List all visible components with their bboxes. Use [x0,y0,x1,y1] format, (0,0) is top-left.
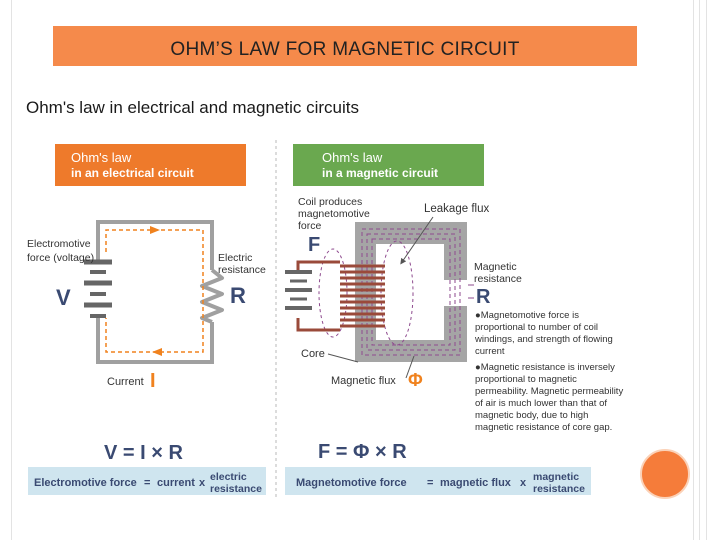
magnetic-battery-icon [285,270,312,310]
note2-line: magnetic body, due to high [475,410,588,421]
magnetic-flux-label: Magnetic flux [331,375,396,387]
magnetic-caption-x: x [520,477,527,489]
note-magnetomotive: ●Magnetomotive force is proportional to … [474,310,613,357]
frame-line-right-3 [706,0,707,540]
slide-title: OHM’S LAW FOR MAGNETIC CIRCUIT [170,39,520,60]
electrical-formula: V = I × R [104,442,183,464]
electrical-header-line2: in an electrical circuit [71,166,194,180]
magnetic-resistance-label-line2: resistance [474,273,522,285]
magnetic-header-line1: Ohm's law [322,150,383,165]
emf-label-line1: Electromotive [27,238,91,250]
coil-label-line2: magnetomotive [298,208,370,220]
magnetic-caption-eq: = [427,477,433,489]
note-magnetic-resistance: ●Magnetic resistance is inversely propor… [475,362,623,433]
electrical-caption-right-line2: resistance [210,483,262,495]
note2-line: proportional to magnetic [475,374,577,385]
frame-line-right-1 [693,0,694,540]
electrical-caption-eq: = [144,477,150,489]
symbol-r-magnetic: R [476,286,491,308]
magnetic-caption-left: Magnetomotive force [296,477,407,489]
magnetic-core [355,222,467,362]
note2-line: of air is much lower than that of [475,398,607,409]
magnetic-caption-box [285,467,591,495]
magnetic-resistance-label-line1: Magnetic [474,261,517,273]
current-label: Current [107,376,144,388]
coil-icon [340,264,385,328]
coil-label-line3: force [298,220,322,232]
figure-heading: Ohm's law in electrical and magnetic cir… [26,98,359,117]
electrical-caption-x: x [199,477,206,489]
electrical-circuit [84,220,224,364]
symbol-f: F [308,234,320,256]
magnetic-caption-right-line2: resistance [533,483,585,495]
magnetic-wire [296,260,340,332]
magnetic-circuit [285,216,474,379]
note2-line: magnetic resistance of core gap. [475,422,612,433]
resistance-label-line2: resistance [218,264,266,276]
current-flow-arrow [105,229,204,353]
electrical-header-box [55,144,246,186]
battery-icon [84,259,112,318]
symbol-r-electric: R [230,283,246,308]
resistance-label-line1: Electric [218,252,252,264]
decorative-circle [640,449,690,499]
note2-line: ●Magnetic resistance is inversely [475,362,615,373]
magnetic-caption-right-line1: magnetic [533,471,579,483]
slide-title-bar: OHM’S LAW FOR MAGNETIC CIRCUIT [53,26,637,66]
leakage-flux-loop [380,240,414,346]
note1-line: current [475,346,505,357]
electrical-caption-left: Electromotive force [34,477,137,489]
electrical-caption-mid: current [157,477,195,489]
leakage-flux-label: Leakage flux [424,203,489,215]
coil-label-line1: Coil produces [298,196,362,208]
electrical-caption-box [28,467,266,495]
electrical-caption-right-line1: electric [210,471,247,483]
electrical-header-line1: Ohm's law [71,150,132,165]
symbol-phi: Φ [408,370,423,390]
electrical-wire [96,220,214,364]
symbol-v: V [56,285,71,310]
frame-line-left [11,0,12,540]
emf-label-line2: force (voltage) [27,252,94,264]
magnetic-formula: F = Φ × R [318,441,407,463]
note2-line: permeability. Magnetic permeability [475,386,623,397]
magnetic-header-line2: in a magnetic circuit [322,166,438,180]
resistor-zigzag [200,268,224,324]
magnetic-caption-mid: magnetic flux [440,477,512,489]
frame-line-right-2 [699,0,700,540]
note1-line: proportional to number of coil [475,322,598,333]
note1-line: ●Magnetomotive force is [475,310,579,321]
magnetic-header-box [293,144,484,186]
core-label: Core [301,348,325,360]
symbol-i: I [150,370,156,392]
note1-line: windings, and strength of flowing [474,334,613,345]
